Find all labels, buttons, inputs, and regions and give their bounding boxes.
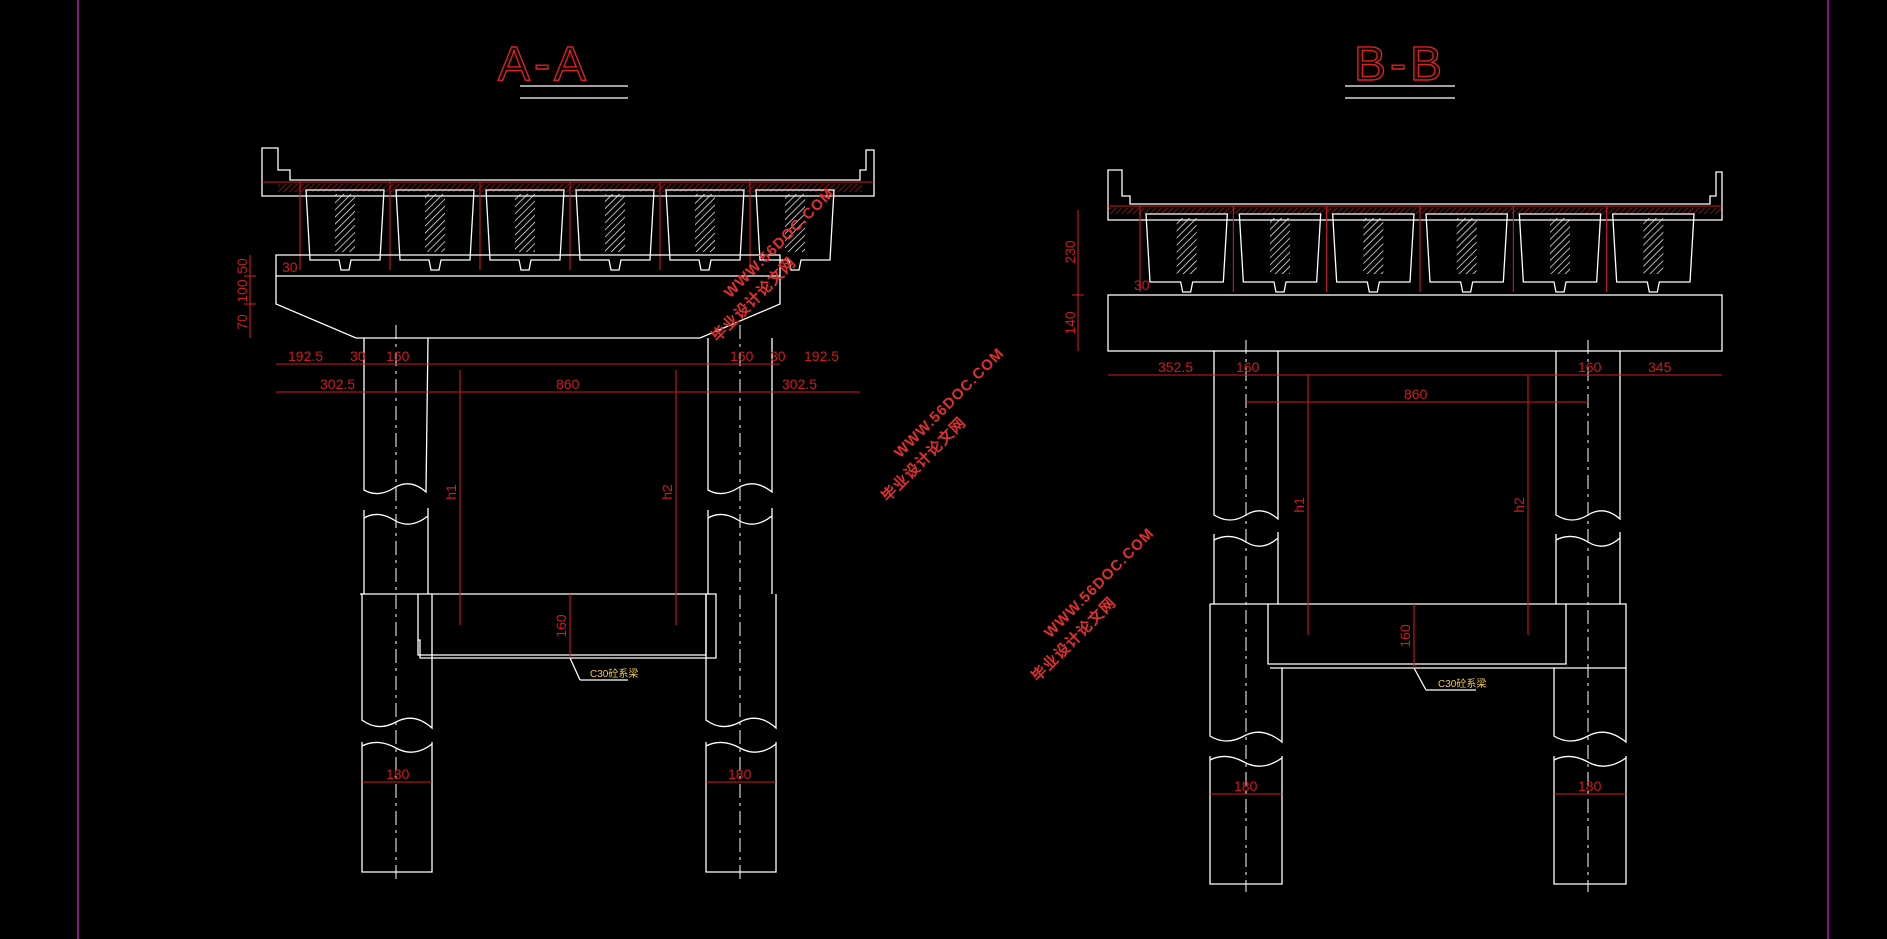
dim-a-50: 50: [234, 258, 250, 274]
box-girder: [485, 189, 565, 271]
pile-a-left: [361, 594, 433, 730]
girder-hatch: [425, 194, 445, 252]
dim-a-l-gap: 30: [350, 348, 366, 364]
section-a-a: A-A: [234, 37, 875, 880]
tie-beam-a: [360, 593, 717, 659]
girder-hatch: [605, 194, 625, 252]
box-girder: [1331, 213, 1415, 293]
girder-hatch: [1550, 218, 1570, 274]
dim-b-140: 140: [1062, 311, 1078, 335]
girder-hatch: [1363, 218, 1384, 274]
dim-a-pile-r: 180: [728, 766, 752, 782]
box-girder: [305, 189, 385, 271]
dim-b-span: 860: [1404, 386, 1428, 402]
dim-a-100: 100: [234, 279, 250, 303]
section-b-b: B-B 230 140: [1062, 37, 1723, 892]
watermark-1: 毕业设计论文网 WWW.56DOC.COM: [708, 185, 838, 346]
dim-a-pile-l: 180: [386, 766, 410, 782]
dim-a-70: 70: [234, 314, 250, 330]
dim-a-tie-h: 160: [553, 614, 569, 638]
column-a-left: [363, 337, 429, 495]
girder-hatch: [335, 194, 355, 252]
dim-b-r-col: 160: [1578, 359, 1602, 375]
dim-b-l-overhang: 352.5: [1158, 359, 1193, 375]
dim-b-r-overhang: 345: [1648, 359, 1672, 375]
dim-a-l-overhang: 192.5: [288, 348, 323, 364]
girder-hatch: [1176, 218, 1197, 274]
girder-hatch: [785, 194, 805, 252]
girder-hatch: [515, 194, 535, 252]
dim-b-tie-h: 160: [1397, 624, 1413, 648]
girder-hatch: [1643, 218, 1664, 274]
box-girder: [1145, 213, 1229, 293]
section-b-title: B-B: [1354, 38, 1446, 91]
dim-a-h1: h1: [443, 484, 459, 500]
dim-b-l-col: 160: [1236, 359, 1260, 375]
tie-note-a: C30砼系梁: [590, 667, 638, 680]
column-a-right: [707, 338, 773, 495]
box-girder: [575, 189, 655, 271]
tie-note-b: C30砼系梁: [1438, 677, 1486, 690]
dim-b-bearing: 30: [1134, 277, 1150, 293]
dimensions-a: 50 100 70 30 192.5 30 160 160 30 192.5 3…: [234, 255, 860, 783]
box-girder: [395, 189, 475, 271]
watermark-3: 毕业设计论文网 WWW.56DOC.COM: [1028, 525, 1158, 686]
cap-beam-b: [1107, 294, 1723, 352]
deck-a: [261, 147, 875, 271]
dim-b-h2: h2: [1511, 497, 1527, 513]
dim-a-span: 860: [556, 376, 580, 392]
dim-a-r-overhang: 192.5: [804, 348, 839, 364]
dimensions-b: 230 140 30 352.5 160 160 345 860 h1 h2 1…: [1062, 210, 1722, 795]
dim-b-h1: h1: [1291, 497, 1307, 513]
box-girder: [1611, 213, 1695, 293]
pile-b-left: [1209, 604, 1283, 744]
tie-beam-b: [1210, 603, 1627, 669]
dim-a-bearing: 30: [282, 259, 298, 275]
girder-hatch: [1456, 218, 1477, 274]
dim-a-h2: h2: [659, 484, 675, 500]
box-girder: [1518, 213, 1602, 293]
pile-b-right: [1553, 668, 1627, 744]
cap-beam-a: [275, 254, 781, 339]
girder-hatch: [695, 194, 715, 252]
dim-a-l-col: 160: [386, 348, 410, 364]
watermark-2: 毕业设计论文网 WWW.56DOC.COM: [878, 345, 1008, 506]
dim-b-230: 230: [1062, 240, 1078, 264]
dim-b-pile-r: 180: [1578, 778, 1602, 794]
dim-b-pile-l: 180: [1234, 778, 1258, 794]
dim-a-r-total: 302.5: [782, 376, 817, 392]
deck-b: [1107, 169, 1723, 293]
section-a-title: A-A: [498, 38, 590, 91]
dim-a-l-total: 302.5: [320, 376, 355, 392]
box-girder: [1425, 213, 1509, 293]
box-girder: [1238, 213, 1322, 293]
girder-hatch: [1270, 218, 1290, 274]
dim-a-r-col: 160: [730, 348, 754, 364]
dim-a-r-gap: 30: [770, 348, 786, 364]
box-girder: [755, 189, 835, 271]
box-girder: [665, 189, 745, 271]
